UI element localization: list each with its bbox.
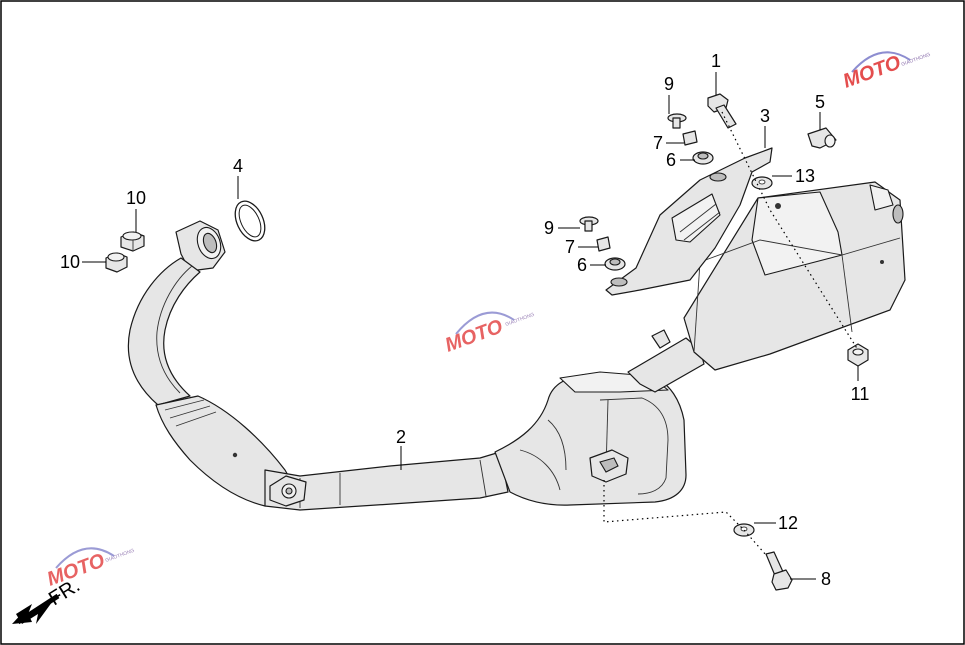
watermark-logo-center: MOTO GIAOTHONG [442,311,536,357]
callout-6-lower: 6 [577,255,606,275]
svg-text:MOTO: MOTO [840,51,904,92]
part-washer-13 [751,176,773,190]
svg-text:10: 10 [60,252,80,272]
callout-10-lower: 10 [60,252,106,272]
watermark-logo-top-right: MOTO GIAOTHONG [840,51,932,93]
part-bolt-8 [765,551,793,591]
part-nut-11 [847,343,869,367]
svg-text:GIAOTHONG: GIAOTHONG [901,52,932,68]
svg-text:13: 13 [795,166,815,186]
part-muffler-body [683,181,906,371]
svg-text:MOTO: MOTO [442,315,506,356]
svg-text:3: 3 [760,106,770,126]
callout-3: 3 [760,106,770,148]
part-washer-12 [733,523,755,537]
svg-text:9: 9 [544,218,554,238]
callout-1: 1 [711,51,721,95]
callout-7-upper: 7 [653,133,684,153]
part-heat-shield [605,147,773,296]
callout-11: 11 [851,366,870,404]
part-cap-5 [807,127,837,149]
part-upper-collar-7 [682,130,698,146]
svg-text:10: 10 [126,188,146,208]
callout-2: 2 [396,427,406,470]
svg-text:7: 7 [565,237,575,257]
svg-text:12: 12 [778,513,798,533]
callout-8: 8 [790,569,831,589]
callout-10-upper: 10 [126,188,146,232]
svg-text:6: 6 [666,150,676,170]
assembly-line-upper [721,111,859,351]
part-front-nut-upper [120,231,145,252]
part-upper-grommet-6 [692,151,714,165]
callout-9-lower: 9 [544,218,580,238]
callout-4: 4 [233,156,243,199]
part-exhaust-header-pipe [127,220,705,511]
part-lower-grommet-6 [604,257,626,271]
part-upper-bolt-9 [667,113,687,129]
callout-7-lower: 7 [565,237,598,257]
svg-text:GIAOTHONG: GIAOTHONG [505,312,536,328]
svg-text:4: 4 [233,156,243,176]
callout-9-upper: 9 [664,74,674,114]
svg-text:11: 11 [851,384,870,404]
part-gasket-ring [234,200,266,242]
callout-5: 5 [815,92,825,130]
callout-12: 12 [754,513,798,533]
arrow-head-icon [12,609,32,624]
callout-13: 13 [772,166,815,186]
svg-text:8: 8 [821,569,831,589]
part-lower-bolt-9 [579,216,599,232]
svg-text:6: 6 [577,255,587,275]
svg-text:7: 7 [653,133,663,153]
part-front-nut-lower [105,252,128,273]
part-bolt-1 [707,93,737,129]
svg-text:2: 2 [396,427,406,447]
assembly-line-lower [603,480,767,556]
watermark-logo-bottom-left: MOTO GIAOTHONG [44,547,136,591]
part-lower-collar-7 [596,236,611,252]
callout-6-upper: 6 [666,150,695,170]
svg-text:1: 1 [711,51,721,71]
svg-text:5: 5 [815,92,825,112]
svg-text:GIAOTHONG: GIAOTHONG [105,548,136,564]
svg-text:9: 9 [664,74,674,94]
